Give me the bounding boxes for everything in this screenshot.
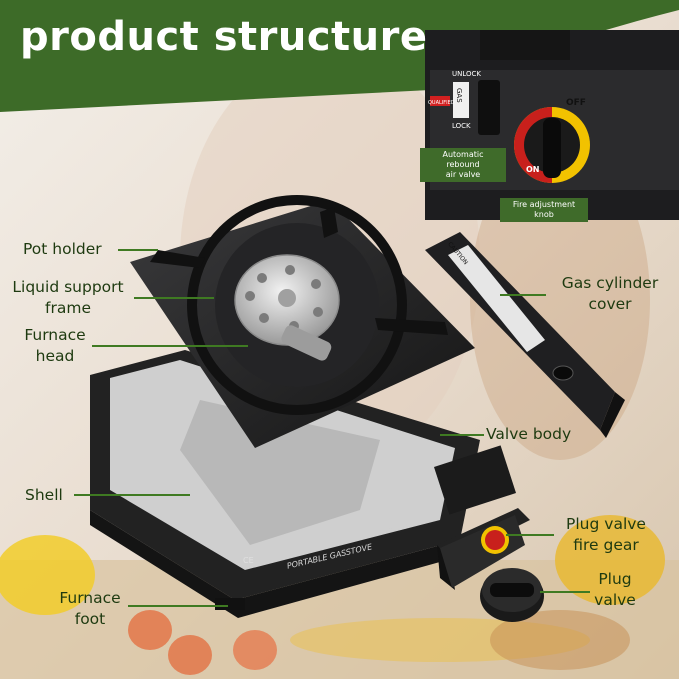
label-furnace-foot: Furnace foot (50, 588, 130, 630)
inset-qualified-text: QUALIFIED (428, 100, 455, 106)
leader-line-gas-cylinder-cover (500, 294, 546, 296)
label-plug-valve-fire-gear: Plug valve fire gear (556, 514, 656, 556)
ce-mark: CE (243, 556, 254, 565)
leader-line-valve-body (440, 434, 484, 436)
label-line: Furnace (59, 589, 121, 607)
stove-shell-illustration (90, 350, 517, 618)
label-furnace-head: Furnace head (10, 325, 100, 367)
leader-line-liquid-support-frame (134, 297, 214, 299)
label-line: Plug (598, 570, 632, 588)
inset-off-text: OFF (566, 98, 586, 108)
callout-line: Automatic (442, 150, 484, 159)
label-valve-body: Valve body (486, 425, 572, 443)
label-line: foot (74, 610, 106, 628)
label-line: frame (45, 299, 91, 317)
callout-line: rebound (446, 160, 480, 169)
label-line: cover (588, 295, 632, 313)
inset-gas-text: GAS (455, 88, 463, 103)
label-shell: Shell (25, 486, 63, 504)
leader-line-furnace-head (92, 345, 248, 347)
callout-line: knob (534, 210, 554, 219)
page-title: product structure (20, 14, 428, 60)
label-line: Plug valve (566, 515, 646, 533)
pan-support-illustration (130, 195, 475, 448)
label-line: fire gear (573, 536, 639, 554)
leader-line-shell (74, 494, 190, 496)
label-line: Furnace (24, 326, 86, 344)
fire-adjustment-knob-callout: Fire adjustment knob (500, 198, 588, 222)
label-line: Liquid support (12, 278, 124, 296)
fire-gear-plate-illustration (437, 508, 530, 590)
label-plug-valve: Plug valve (590, 569, 640, 611)
callout-line: air valve (445, 170, 481, 179)
label-pot-holder: Pot holder (23, 240, 102, 258)
label-line: Gas cylinder (561, 274, 659, 292)
leader-line-pot-holder (118, 249, 158, 251)
inset-on-text: ON (526, 165, 540, 174)
plug-valve-knob-illustration (480, 568, 544, 622)
leader-line-plug-valve-fire-gear (506, 534, 554, 536)
inset-unlock-text: UNLOCK (452, 70, 481, 78)
leader-line-furnace-foot (128, 605, 228, 607)
label-gas-cylinder-cover: Gas cylinder cover (548, 273, 672, 315)
label-line: head (35, 347, 75, 365)
label-line: valve (594, 591, 636, 609)
leader-line-plug-valve (540, 591, 590, 593)
gas-cylinder-cover-illustration (425, 232, 625, 438)
automatic-rebound-valve-callout: Automatic rebound air valve (420, 148, 506, 182)
inset-lock-text: LOCK (452, 122, 471, 130)
callout-line: Fire adjustment (512, 200, 576, 209)
label-liquid-support-frame: Liquid support frame (3, 277, 133, 319)
